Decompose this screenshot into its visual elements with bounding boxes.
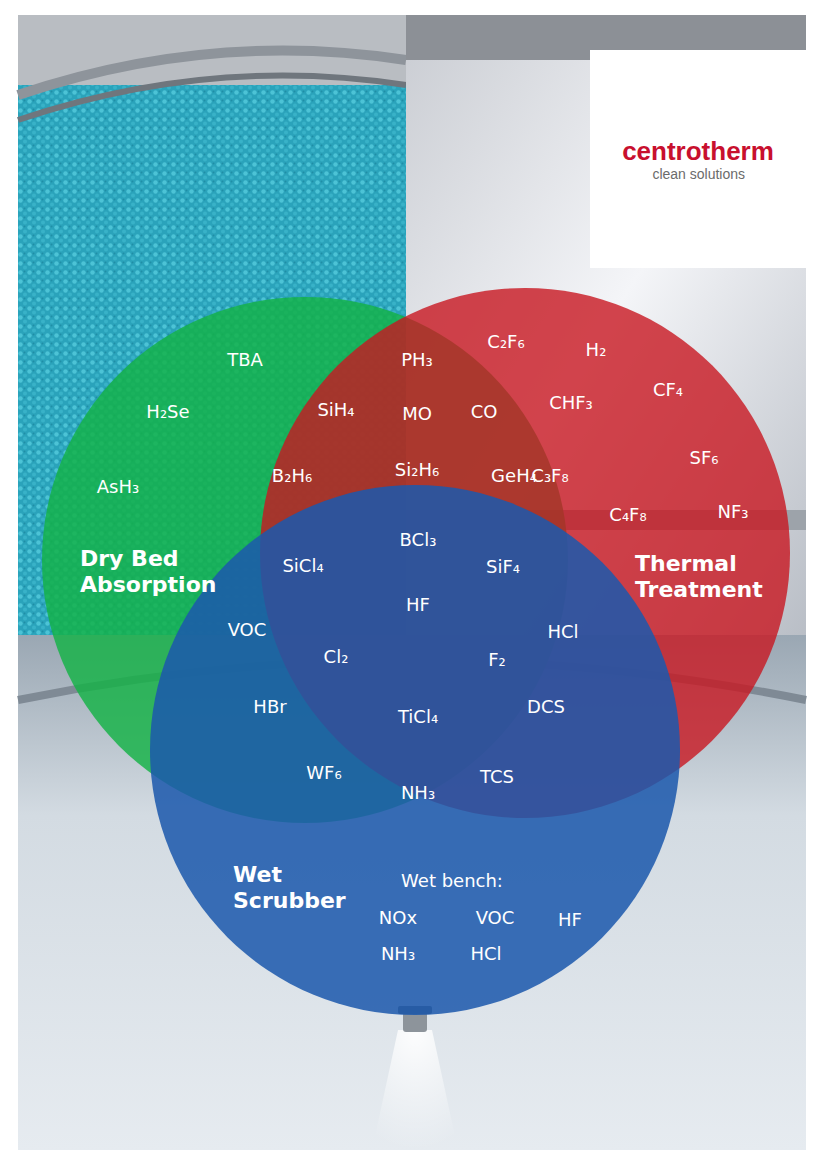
gas-label: NH₃	[381, 944, 415, 964]
gas-label: TCS	[480, 767, 514, 787]
gas-label: PH₃	[401, 350, 433, 370]
gas-label: CHF₃	[549, 393, 593, 413]
gas-label: Cl₂	[324, 647, 349, 667]
gas-label: SiCl₄	[282, 556, 323, 576]
gas-label: SiH₄	[317, 400, 354, 420]
region-heading: Dry Bed Absorption	[80, 546, 220, 599]
gas-label: GeH₄	[491, 466, 537, 486]
logo-wordmark: centrotherm	[622, 136, 774, 167]
gas-label: MO	[402, 404, 432, 424]
gas-label: HBr	[253, 697, 286, 717]
gas-label: F₂	[488, 650, 506, 670]
gas-label: B₂H₆	[272, 466, 312, 486]
region-heading: Thermal Treatment	[635, 551, 765, 604]
gas-label: SF₆	[690, 448, 719, 468]
gas-label: CF₄	[653, 380, 683, 400]
gas-label: H₂Se	[146, 402, 189, 422]
venn-circle: Wet Scrubber	[150, 485, 680, 1015]
logo-box: centrothermclean solutions	[590, 50, 806, 268]
gas-label: AsH₃	[97, 477, 139, 497]
gas-label: VOC	[228, 620, 267, 640]
gas-label: CO	[471, 402, 498, 422]
circle-outline	[150, 485, 680, 1015]
gas-label: C₄F₈	[609, 505, 646, 525]
region-heading: Wet Scrubber	[233, 862, 333, 915]
gas-label: Si₂H₆	[395, 460, 439, 480]
gas-label: WF₆	[306, 763, 341, 783]
gas-label: TBA	[227, 350, 263, 370]
gas-label: NF₃	[717, 502, 748, 522]
logo-tagline: clean solutions	[652, 166, 745, 183]
gas-label: H₂	[586, 340, 607, 360]
gas-label: DCS	[527, 697, 565, 717]
gas-label: NOx	[379, 908, 417, 928]
gas-label: C₃F₈	[531, 466, 568, 486]
gas-label: C₂F₆	[487, 332, 524, 352]
gas-label: BCl₃	[400, 530, 437, 550]
gas-label: HF	[558, 910, 582, 930]
gas-label: NH₃	[401, 783, 435, 803]
gas-label: SiF₄	[486, 557, 520, 577]
wet-bench-heading: Wet bench:	[401, 871, 503, 891]
gas-label: HCl	[547, 622, 578, 642]
gas-label: VOC	[476, 908, 515, 928]
gas-label: HF	[406, 595, 430, 615]
gas-label: TiCl₄	[398, 707, 438, 727]
gas-label: HCl	[470, 944, 501, 964]
